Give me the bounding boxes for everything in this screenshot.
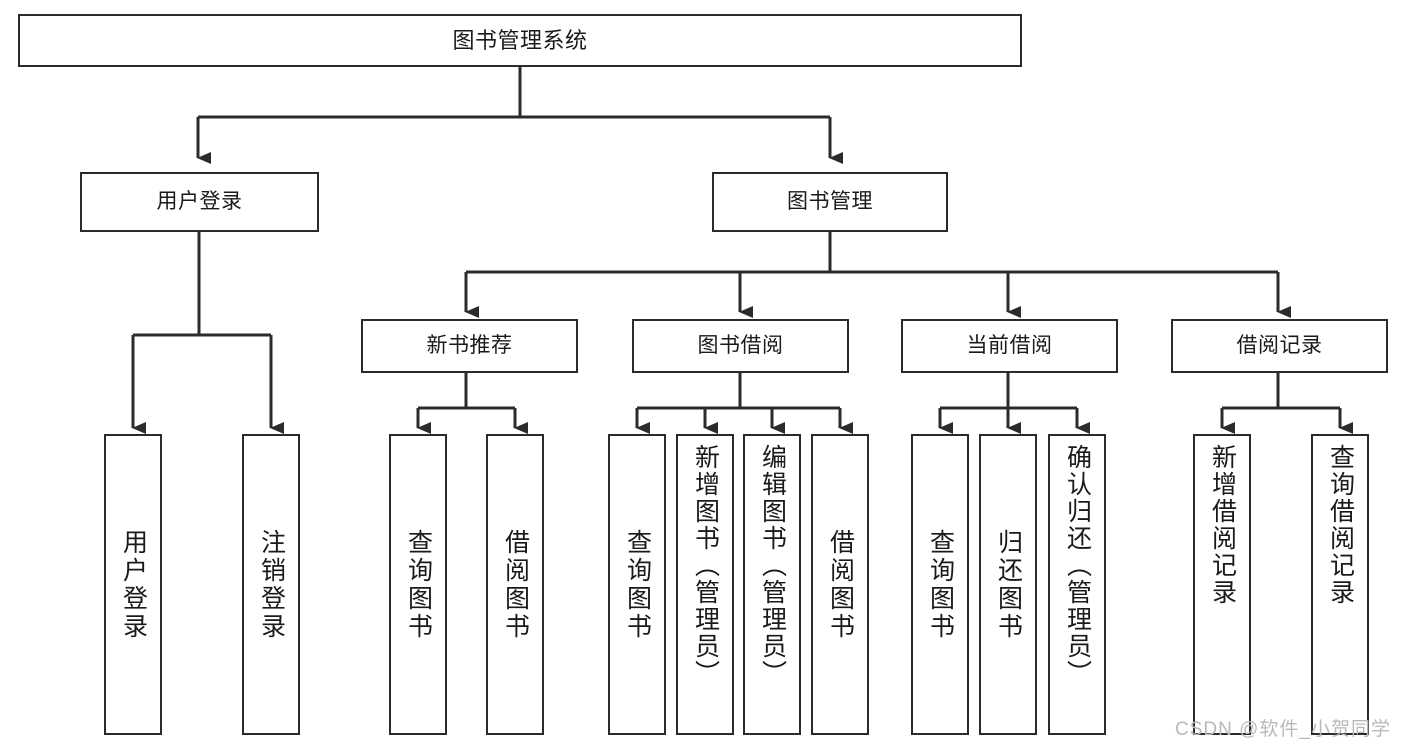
leaf-logout-login[interactable]: 注销登录 bbox=[242, 434, 300, 735]
node-label: 查询借阅记录 bbox=[1326, 444, 1355, 606]
node-label: 确认归还（管理员） bbox=[1063, 444, 1092, 687]
node-user-login[interactable]: 用户登录 bbox=[80, 172, 319, 232]
node-label: 图书借阅 bbox=[697, 333, 784, 357]
leaf-query-book-current[interactable]: 查询图书 bbox=[911, 434, 969, 735]
node-label: 用户登录 bbox=[119, 528, 148, 641]
leaf-query-borrow-record[interactable]: 查询借阅记录 bbox=[1311, 434, 1369, 735]
leaf-query-book-recommend[interactable]: 查询图书 bbox=[389, 434, 447, 735]
node-book-management[interactable]: 图书管理 bbox=[712, 172, 948, 232]
node-root-book-management-system[interactable]: 图书管理系统 bbox=[18, 14, 1022, 67]
node-label: 查询图书 bbox=[926, 528, 955, 641]
node-label: 图书管理系统 bbox=[452, 27, 588, 53]
leaf-confirm-return-admin[interactable]: 确认归还（管理员） bbox=[1048, 434, 1106, 735]
leaf-user-login[interactable]: 用户登录 bbox=[104, 434, 162, 735]
leaf-return-book[interactable]: 归还图书 bbox=[979, 434, 1037, 735]
leaf-borrow-book-recommend[interactable]: 借阅图书 bbox=[486, 434, 544, 735]
leaf-add-book-admin[interactable]: 新增图书（管理员） bbox=[676, 434, 734, 735]
node-label: 归还图书 bbox=[994, 528, 1023, 641]
node-book-borrow[interactable]: 图书借阅 bbox=[632, 319, 849, 373]
node-new-book-recommend[interactable]: 新书推荐 bbox=[361, 319, 578, 373]
node-label: 新书推荐 bbox=[426, 333, 513, 357]
leaf-borrow-book[interactable]: 借阅图书 bbox=[811, 434, 869, 735]
node-label: 当前借阅 bbox=[966, 333, 1053, 357]
node-current-borrow[interactable]: 当前借阅 bbox=[901, 319, 1118, 373]
leaf-edit-book-admin[interactable]: 编辑图书（管理员） bbox=[743, 434, 801, 735]
node-borrow-record[interactable]: 借阅记录 bbox=[1171, 319, 1388, 373]
node-label: 新增借阅记录 bbox=[1208, 444, 1237, 606]
node-label: 查询图书 bbox=[623, 528, 652, 641]
leaf-add-borrow-record[interactable]: 新增借阅记录 bbox=[1193, 434, 1251, 735]
node-label: 借阅图书 bbox=[826, 528, 855, 641]
node-label: 借阅图书 bbox=[501, 528, 530, 641]
node-label: 编辑图书（管理员） bbox=[758, 444, 787, 687]
node-label: 用户登录 bbox=[156, 189, 243, 213]
node-label: 图书管理 bbox=[787, 189, 873, 213]
node-label: 注销登录 bbox=[257, 528, 286, 641]
leaf-query-book-borrow[interactable]: 查询图书 bbox=[608, 434, 666, 735]
csdn-watermark: CSDN @软件_小贺同学 bbox=[1175, 719, 1391, 740]
node-label: 查询图书 bbox=[404, 528, 433, 641]
node-label: 新增图书（管理员） bbox=[691, 444, 720, 687]
node-label: 借阅记录 bbox=[1236, 333, 1323, 357]
